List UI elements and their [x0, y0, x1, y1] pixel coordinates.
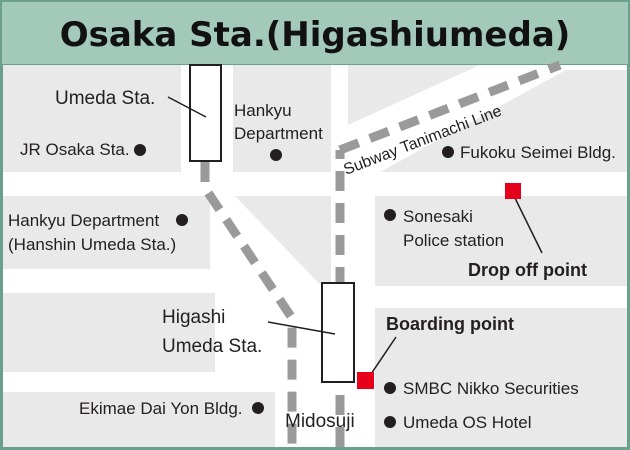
block-west-mid: [3, 196, 210, 269]
dot-hankyu-dept: [270, 149, 282, 161]
label-hankyu-dept-line1: Hankyu: [234, 101, 292, 120]
label-jr-osaka: JR Osaka Sta.: [20, 140, 130, 159]
drop-off-marker[interactable]: [505, 183, 521, 199]
block-smbc: [375, 308, 627, 447]
label-hankyu-dept-b-line1: Hankyu Department: [8, 211, 159, 230]
label-umeda-sta: Umeda Sta.: [55, 88, 155, 109]
dot-hankyu-dept-b: [176, 214, 188, 226]
label-boarding-point: Boarding point: [386, 314, 514, 334]
block-west-low: [3, 293, 215, 372]
leader-drop-off: [513, 195, 543, 254]
block-sonesaki: [375, 196, 627, 286]
dot-ekimae: [252, 402, 264, 414]
label-higashi-line1: Higashi: [162, 307, 225, 328]
block-northwest: [3, 65, 181, 172]
label-umeda-os-hotel: Umeda OS Hotel: [403, 413, 532, 432]
boarding-marker[interactable]: [357, 372, 374, 389]
label-sonesaki-line2: Police station: [403, 231, 504, 250]
umeda-station-box[interactable]: [189, 64, 222, 162]
label-smbc-nikko: SMBC Nikko Securities: [403, 379, 579, 398]
block-north-triangle: [348, 65, 480, 125]
dot-smbc: [384, 382, 396, 394]
label-drop-off-point: Drop off point: [468, 260, 587, 280]
label-fukoku-seimei: Fukoku Seimei Bldg.: [460, 143, 616, 162]
block-hankyu-dept: [233, 65, 331, 172]
dot-fukoku: [442, 146, 454, 158]
block-ekimae: [3, 392, 275, 447]
rail-lines: [200, 60, 562, 447]
dot-jr-osaka: [134, 144, 146, 156]
city-blocks: [3, 65, 627, 447]
block-fukoku: [380, 70, 627, 172]
dot-sonesaki: [384, 209, 396, 221]
page-title: Osaka Sta.(Higashiumeda): [60, 15, 571, 55]
landmark-dots: [134, 144, 454, 428]
leader-umeda: [167, 96, 207, 118]
dot-os-hotel: [384, 416, 396, 428]
label-hankyu-dept-b-line2: (Hanshin Umeda Sta.): [8, 235, 176, 254]
rail-umeda-line: [200, 162, 297, 447]
label-midosuji: Midosuji: [285, 411, 355, 432]
label-higashi-line2: Umeda Sta.: [162, 336, 262, 357]
block-central-triangle: [235, 196, 331, 296]
title-header: [2, 2, 628, 64]
rail-tanimachi-line: [338, 60, 562, 155]
label-sonesaki-line1: Sonesaki: [403, 207, 473, 226]
label-hankyu-dept-line2: Department: [234, 124, 323, 143]
label-ekimae-dai-yon: Ekimae Dai Yon Bldg.: [79, 399, 243, 418]
leader-higashi: [267, 321, 336, 335]
